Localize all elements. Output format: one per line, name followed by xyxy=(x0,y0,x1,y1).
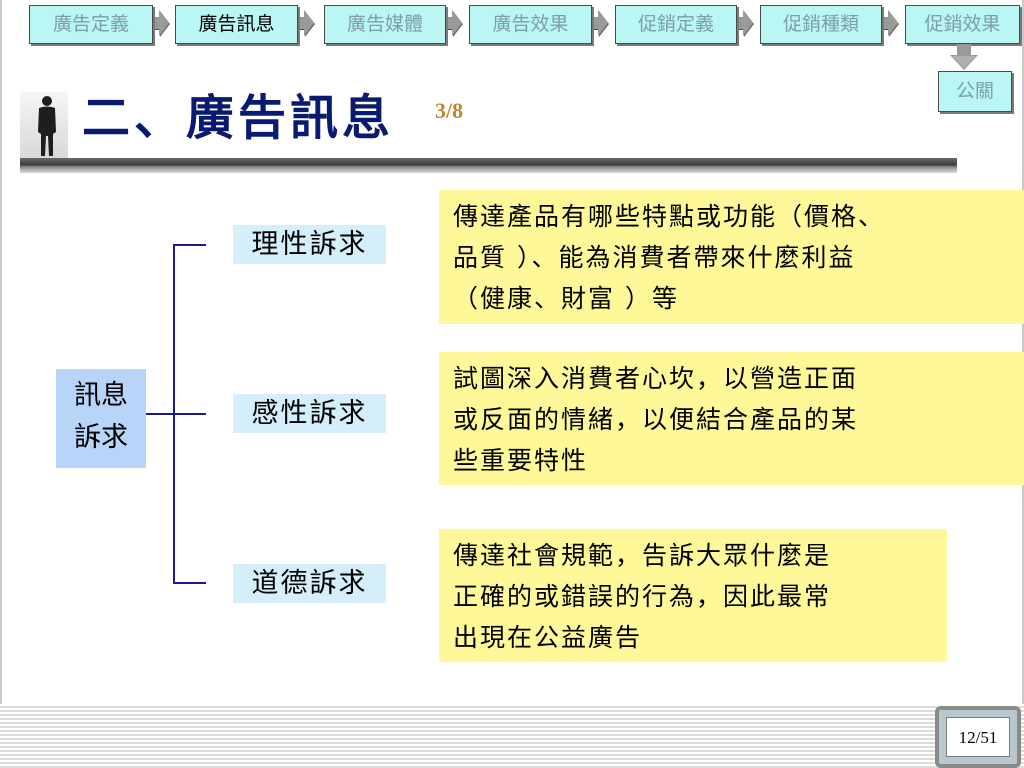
emotional-appeal-description: 試圖深入消費者心坎，以營造正面 或反面的情緒，以便結合產品的某 些重要特性 xyxy=(439,352,1024,485)
nav-ad-message-button[interactable]: 廣告訊息 xyxy=(175,5,298,44)
nav-public-relations-button[interactable]: 公關 xyxy=(938,71,1012,112)
description-line: 傳達產品有哪些特點或功能（價格、 xyxy=(453,202,886,231)
footer-stripes xyxy=(0,704,1024,768)
standing-man-photo xyxy=(20,92,68,158)
rational-appeal-description: 傳達產品有哪些特點或功能（價格、 品質 ）、能為消費者帶來什麼利益 （健康、財富… xyxy=(439,190,1024,324)
nav-arrow-icon xyxy=(739,10,754,37)
nav-promo-effect-button[interactable]: 促銷效果 xyxy=(905,5,1020,44)
description-line: （健康、財富 ）等 xyxy=(453,284,679,313)
nav-promo-types-button[interactable]: 促銷種類 xyxy=(760,5,882,44)
branch-rational-appeal: 理性訴求 xyxy=(233,225,386,264)
message-appeal-root: 訊息 訴求 xyxy=(56,369,146,468)
nav-promo-definition-button[interactable]: 促銷定義 xyxy=(615,5,737,44)
nav-ad-definition-button[interactable]: 廣告定義 xyxy=(29,5,153,44)
branch-emotional-appeal: 感性訴求 xyxy=(233,394,386,433)
moral-appeal-description: 傳達社會規範，告訴大眾什麼是 正確的或錯誤的行為，因此最常 出現在公益廣告 xyxy=(439,529,947,662)
root-label-line1: 訊息 xyxy=(74,380,128,411)
page-title: 二、廣告訊息 xyxy=(82,90,395,146)
nav-arrow-icon xyxy=(884,10,899,37)
nav-arrow-icon xyxy=(155,10,170,37)
description-line: 傳達社會規範，告訴大眾什麼是 xyxy=(453,541,832,570)
down-arrow-icon xyxy=(950,44,978,70)
slide-number: 12/51 xyxy=(946,717,1010,757)
nav-ad-media-button[interactable]: 廣告媒體 xyxy=(324,5,446,44)
description-line: 出現在公益廣告 xyxy=(453,623,643,652)
root-label-line2: 訴求 xyxy=(74,422,128,453)
section-pager: 3/8 xyxy=(435,98,464,123)
nav-arrow-icon xyxy=(594,10,609,37)
description-line: 試圖深入消費者心坎，以營造正面 xyxy=(453,364,859,393)
nav-arrow-icon xyxy=(300,10,315,37)
description-line: 或反面的情緒，以便結合產品的某 xyxy=(453,405,859,434)
branch-moral-appeal: 道德訴求 xyxy=(233,564,386,603)
slide-number-box: 12/51 xyxy=(935,706,1021,768)
nav-arrow-icon xyxy=(448,10,463,37)
slide-frame-left xyxy=(0,0,2,768)
description-line: 正確的或錯誤的行為，因此最常 xyxy=(453,582,832,611)
description-line: 些重要特性 xyxy=(453,446,589,475)
top-navigation: 廣告定義 廣告訊息 廣告媒體 廣告效果 促銷定義 促銷種類 促銷效果 xyxy=(0,0,1024,48)
description-line: 品質 ）、能為消費者帶來什麼利益 xyxy=(453,243,856,272)
nav-ad-effect-button[interactable]: 廣告效果 xyxy=(469,5,592,44)
title-divider-bar xyxy=(20,158,957,173)
